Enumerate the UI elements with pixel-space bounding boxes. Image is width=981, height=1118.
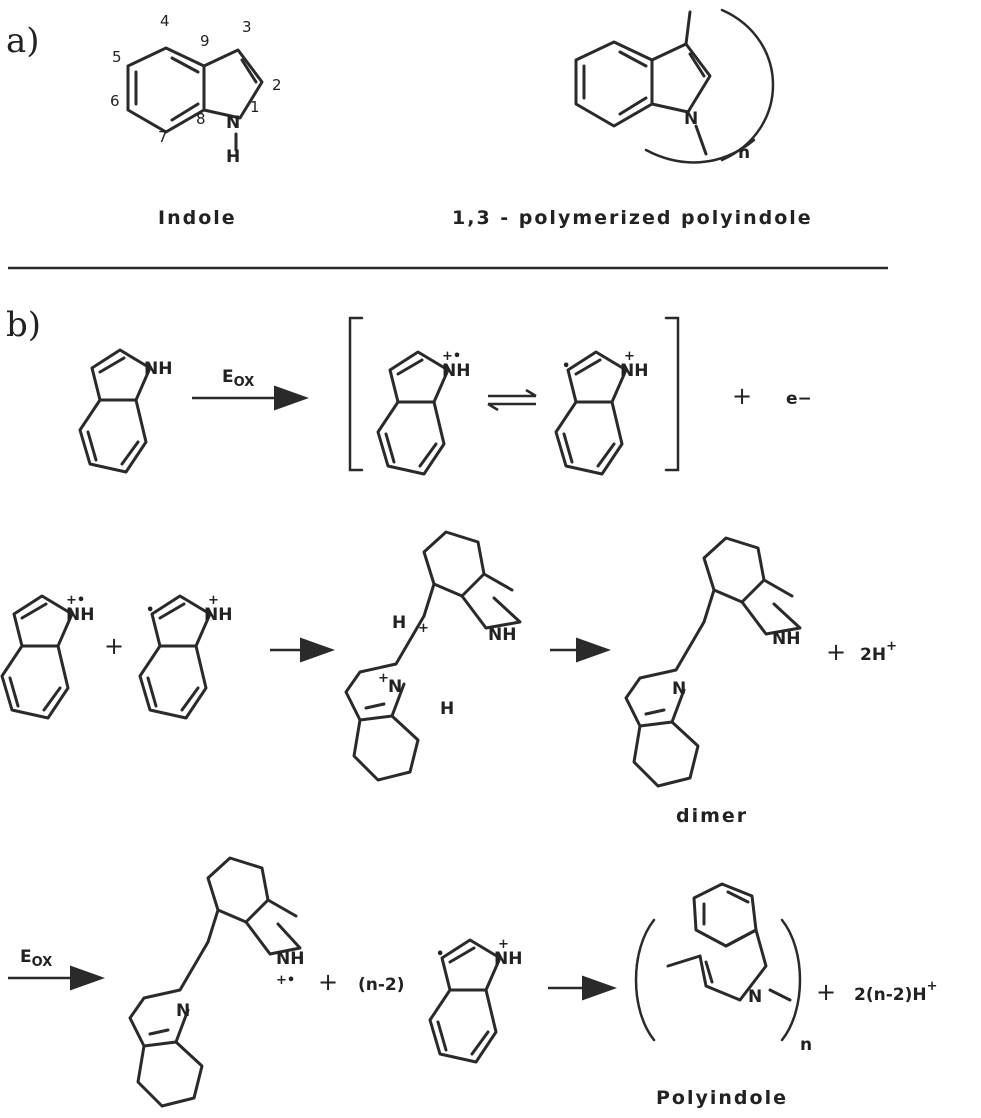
svg-text:NH: NH	[772, 629, 800, 649]
radical-cation-charge: +•	[442, 349, 461, 364]
nh-label: NH	[144, 359, 172, 379]
svg-text:N: N	[388, 677, 402, 697]
dimer-radical-cation: N NH +•	[128, 856, 304, 1108]
position-6-label: 6	[110, 92, 120, 110]
n-minus-2-label: (n-2)	[358, 975, 405, 995]
coupling-radical-cation: NH +•	[0, 593, 94, 720]
plus-sign: +	[826, 638, 846, 666]
indole-cation-radical: NH + •	[554, 349, 648, 476]
radical-dot: •	[562, 359, 570, 374]
indole-structure: N H 4 9 3 5 2 6 8 1 7	[110, 12, 282, 167]
svg-text:NH: NH	[66, 605, 94, 625]
polyindole-caption: Polyindole	[656, 1087, 788, 1109]
position-1-label: 1	[250, 98, 260, 116]
indole-reactant: NH	[78, 348, 172, 474]
svg-text:NH: NH	[488, 625, 516, 645]
svg-text:•: •	[436, 947, 444, 962]
repeat-n-label: n	[738, 143, 750, 163]
position-2-label: 2	[272, 76, 282, 94]
indole-radical-cation: NH +•	[376, 349, 470, 476]
position-9-label: 9	[200, 32, 210, 50]
equilibrium-arrows	[487, 388, 537, 412]
polyindole-n-atom: N	[684, 109, 698, 129]
plus-sign: +	[732, 382, 752, 410]
position-5-label: 5	[112, 48, 122, 66]
svg-text:N: N	[176, 1001, 190, 1021]
left-bracket	[348, 316, 364, 472]
indole-n-atom: N	[226, 113, 240, 133]
svg-text:+•: +•	[276, 973, 295, 988]
plus-sign: +	[816, 978, 836, 1006]
polymerized-polyindole-structure: N n	[574, 8, 775, 164]
svg-text:H: H	[392, 613, 406, 633]
svg-text:H: H	[440, 699, 454, 719]
coupling-cation-radical: NH + •	[138, 593, 232, 720]
svg-text:NH: NH	[276, 949, 304, 969]
plus-sign: +	[318, 968, 338, 996]
svg-text:+: +	[498, 937, 509, 952]
oxidation-potential-label-2: EOX	[20, 947, 52, 970]
svg-text:NH: NH	[494, 949, 522, 969]
svg-text:+: +	[208, 593, 219, 608]
section-a-label: a)	[6, 21, 40, 61]
indole-h-atom: H	[226, 147, 240, 167]
electron-label: e−	[786, 389, 812, 409]
svg-text:•: •	[146, 603, 154, 618]
oxidation-potential-label: EOX	[222, 367, 254, 390]
right-bracket	[664, 316, 680, 472]
svg-text:+•: +•	[66, 593, 85, 608]
dimer-structure: N NH	[624, 536, 802, 788]
svg-text:+: +	[418, 621, 429, 636]
position-4-label: 4	[160, 12, 170, 30]
svg-text:+: +	[378, 671, 389, 686]
svg-text:NH: NH	[620, 361, 648, 381]
svg-text:N: N	[748, 987, 762, 1007]
dimer-caption: dimer	[676, 805, 748, 827]
indole-caption: Indole	[158, 207, 237, 229]
position-8-label: 8	[196, 110, 206, 128]
cation-charge: +	[624, 349, 635, 364]
svg-text:NH: NH	[204, 605, 232, 625]
svg-text:NH: NH	[442, 361, 470, 381]
two-protons-label: 2H+	[860, 639, 897, 665]
position-3-label: 3	[242, 18, 252, 36]
svg-text:N: N	[672, 679, 686, 699]
protons-released-label: 2(n-2)H+	[854, 979, 938, 1005]
polyindole-product: N n	[634, 882, 812, 1055]
dimer-dication-intermediate: N + H + NH H	[344, 530, 522, 782]
polymer-n-label: n	[800, 1035, 812, 1055]
section-b-label: b)	[6, 305, 41, 345]
plus-sign: +	[104, 632, 124, 660]
position-7-label: 7	[158, 128, 168, 146]
polymerized-caption: 1,3 - polymerized polyindole	[452, 207, 813, 229]
monomer-cation-radical: NH + •	[428, 937, 522, 1064]
